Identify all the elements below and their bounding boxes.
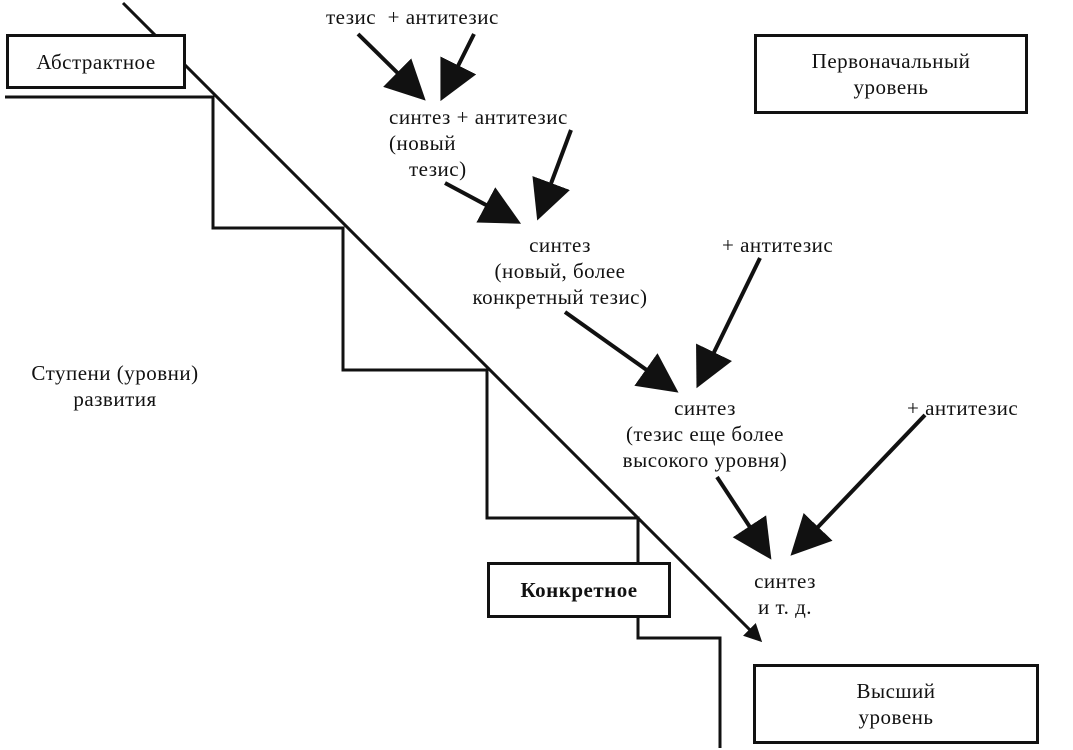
initial-level-line1: Первоначальный [811,49,971,73]
step3-line2: (новый, более [494,259,626,283]
arrow-antithesis-to-synthesis1 [440,33,477,102]
concrete-label: Конкретное [520,578,638,602]
highest-level-line1: Высший [856,679,936,703]
step3-line1: синтез [529,233,591,257]
step4-line3: высокого уровня) [622,448,788,472]
development-stages-label: Ступени (уровни) развития [4,360,226,412]
step1-line1: тезис + антитезис [326,5,499,29]
step4-anti-line1: + антитезис [907,396,1019,420]
step4-antithesis: + антитезис [907,395,1018,421]
arrow-antithesis2-to-synthesis2 [532,129,573,221]
arrow-concrete-thesis-to-synthesis3 [563,310,679,393]
arrow-antithesis4-to-synthesis4 [790,413,927,556]
abstract-label: Абстрактное [36,49,156,74]
step3-synthesis: синтез (новый, более конкретный тезис) [440,232,680,310]
step1-thesis-antithesis: тезис + антитезис [326,4,499,30]
step3-line3: конкретный тезис) [472,285,648,309]
staircase-outline-lower [636,615,722,748]
step2-line3: тезис) [409,157,467,181]
step3-anti-line1: + антитезис [722,233,834,257]
concrete-box: Конкретное [487,562,671,618]
step5-line2: и т. д. [757,595,813,619]
development-diagonal-arrow [121,1,763,643]
arrow-thesis-to-synthesis1 [356,32,426,101]
arrow-higher-thesis-to-synthesis4 [715,475,772,560]
initial-level-box: Первоначальный уровень [754,34,1028,114]
step2-line2: (новый [389,131,456,155]
staircase-outline [5,95,640,563]
step4-line1: синтез [674,396,736,420]
step4-line2: (тезис еще более [626,422,784,446]
highest-level-line2: уровень [858,705,934,729]
step3-antithesis: + антитезис [722,232,833,258]
development-stages-line2: развития [73,387,157,411]
step5-line1: синтез [754,569,816,593]
arrow-new-thesis-to-synthesis2 [444,181,522,224]
step2-synthesis: синтез + антитезис (новый тезис) [389,104,568,182]
arrow-antithesis3-to-synthesis3 [696,257,762,389]
initial-level-line2: уровень [853,75,929,99]
step2-line1: синтез + антитезис [389,105,568,129]
step5-synthesis: синтез и т. д. [730,568,840,620]
development-stages-line1: Ступени (уровни) [31,361,199,385]
highest-level-box: Высший уровень [753,664,1039,744]
step4-synthesis: синтез (тезис еще более высокого уровня) [585,395,825,473]
abstract-box: Абстрактное [6,34,186,89]
